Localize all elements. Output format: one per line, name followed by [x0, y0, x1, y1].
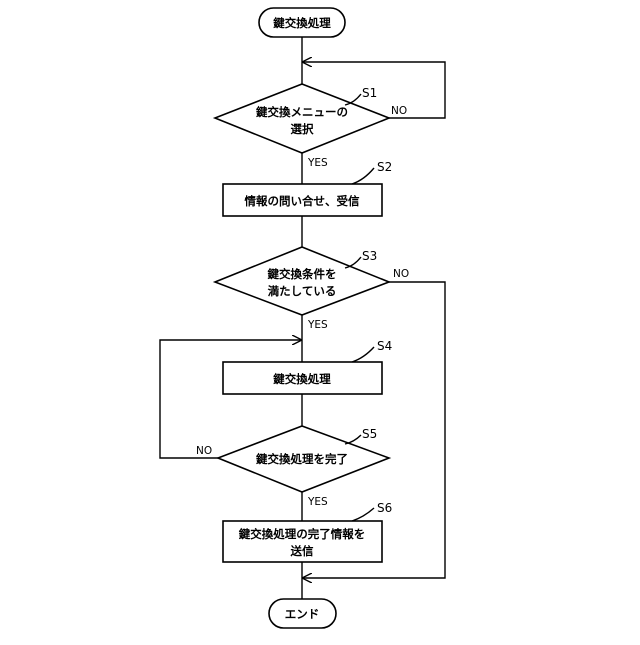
s3-text-line2: 満たしている — [268, 284, 337, 298]
s3-step-label: S3 — [362, 249, 377, 263]
s4-text: 鍵交換処理 — [273, 372, 331, 386]
s6-text-line1: 鍵交換処理の完了情報を — [239, 527, 366, 541]
s5-step-leader — [345, 435, 361, 444]
s1-text-line1: 鍵交換メニューの — [256, 105, 348, 119]
s5-yes-label: YES — [307, 496, 328, 508]
s3-yes-label: YES — [307, 319, 328, 331]
s5-step-label: S5 — [362, 427, 377, 441]
s5-text: 鍵交換処理を完了 — [256, 452, 348, 466]
s1-no-label: NO — [391, 105, 407, 117]
s1-text-line2: 選択 — [291, 122, 314, 136]
s3-no-label: NO — [393, 268, 409, 280]
s2-step-leader — [352, 168, 374, 184]
s1-yes-label: YES — [307, 157, 328, 169]
s5-no-label: NO — [196, 445, 212, 457]
s3-text-line1: 鍵交換条件を — [268, 267, 337, 281]
s6-text-line2: 送信 — [290, 544, 314, 558]
s2-text: 情報の問い合せ、受信 — [244, 194, 360, 208]
end-label: エンド — [285, 607, 320, 621]
s1-step-label: S1 — [362, 86, 377, 100]
s4-step-leader — [352, 347, 374, 362]
start-label: 鍵交換処理 — [273, 16, 331, 30]
s4-step-label: S4 — [377, 339, 392, 353]
s2-step-label: S2 — [377, 160, 392, 174]
s6-step-label: S6 — [377, 501, 392, 515]
s6-step-leader — [352, 508, 374, 521]
